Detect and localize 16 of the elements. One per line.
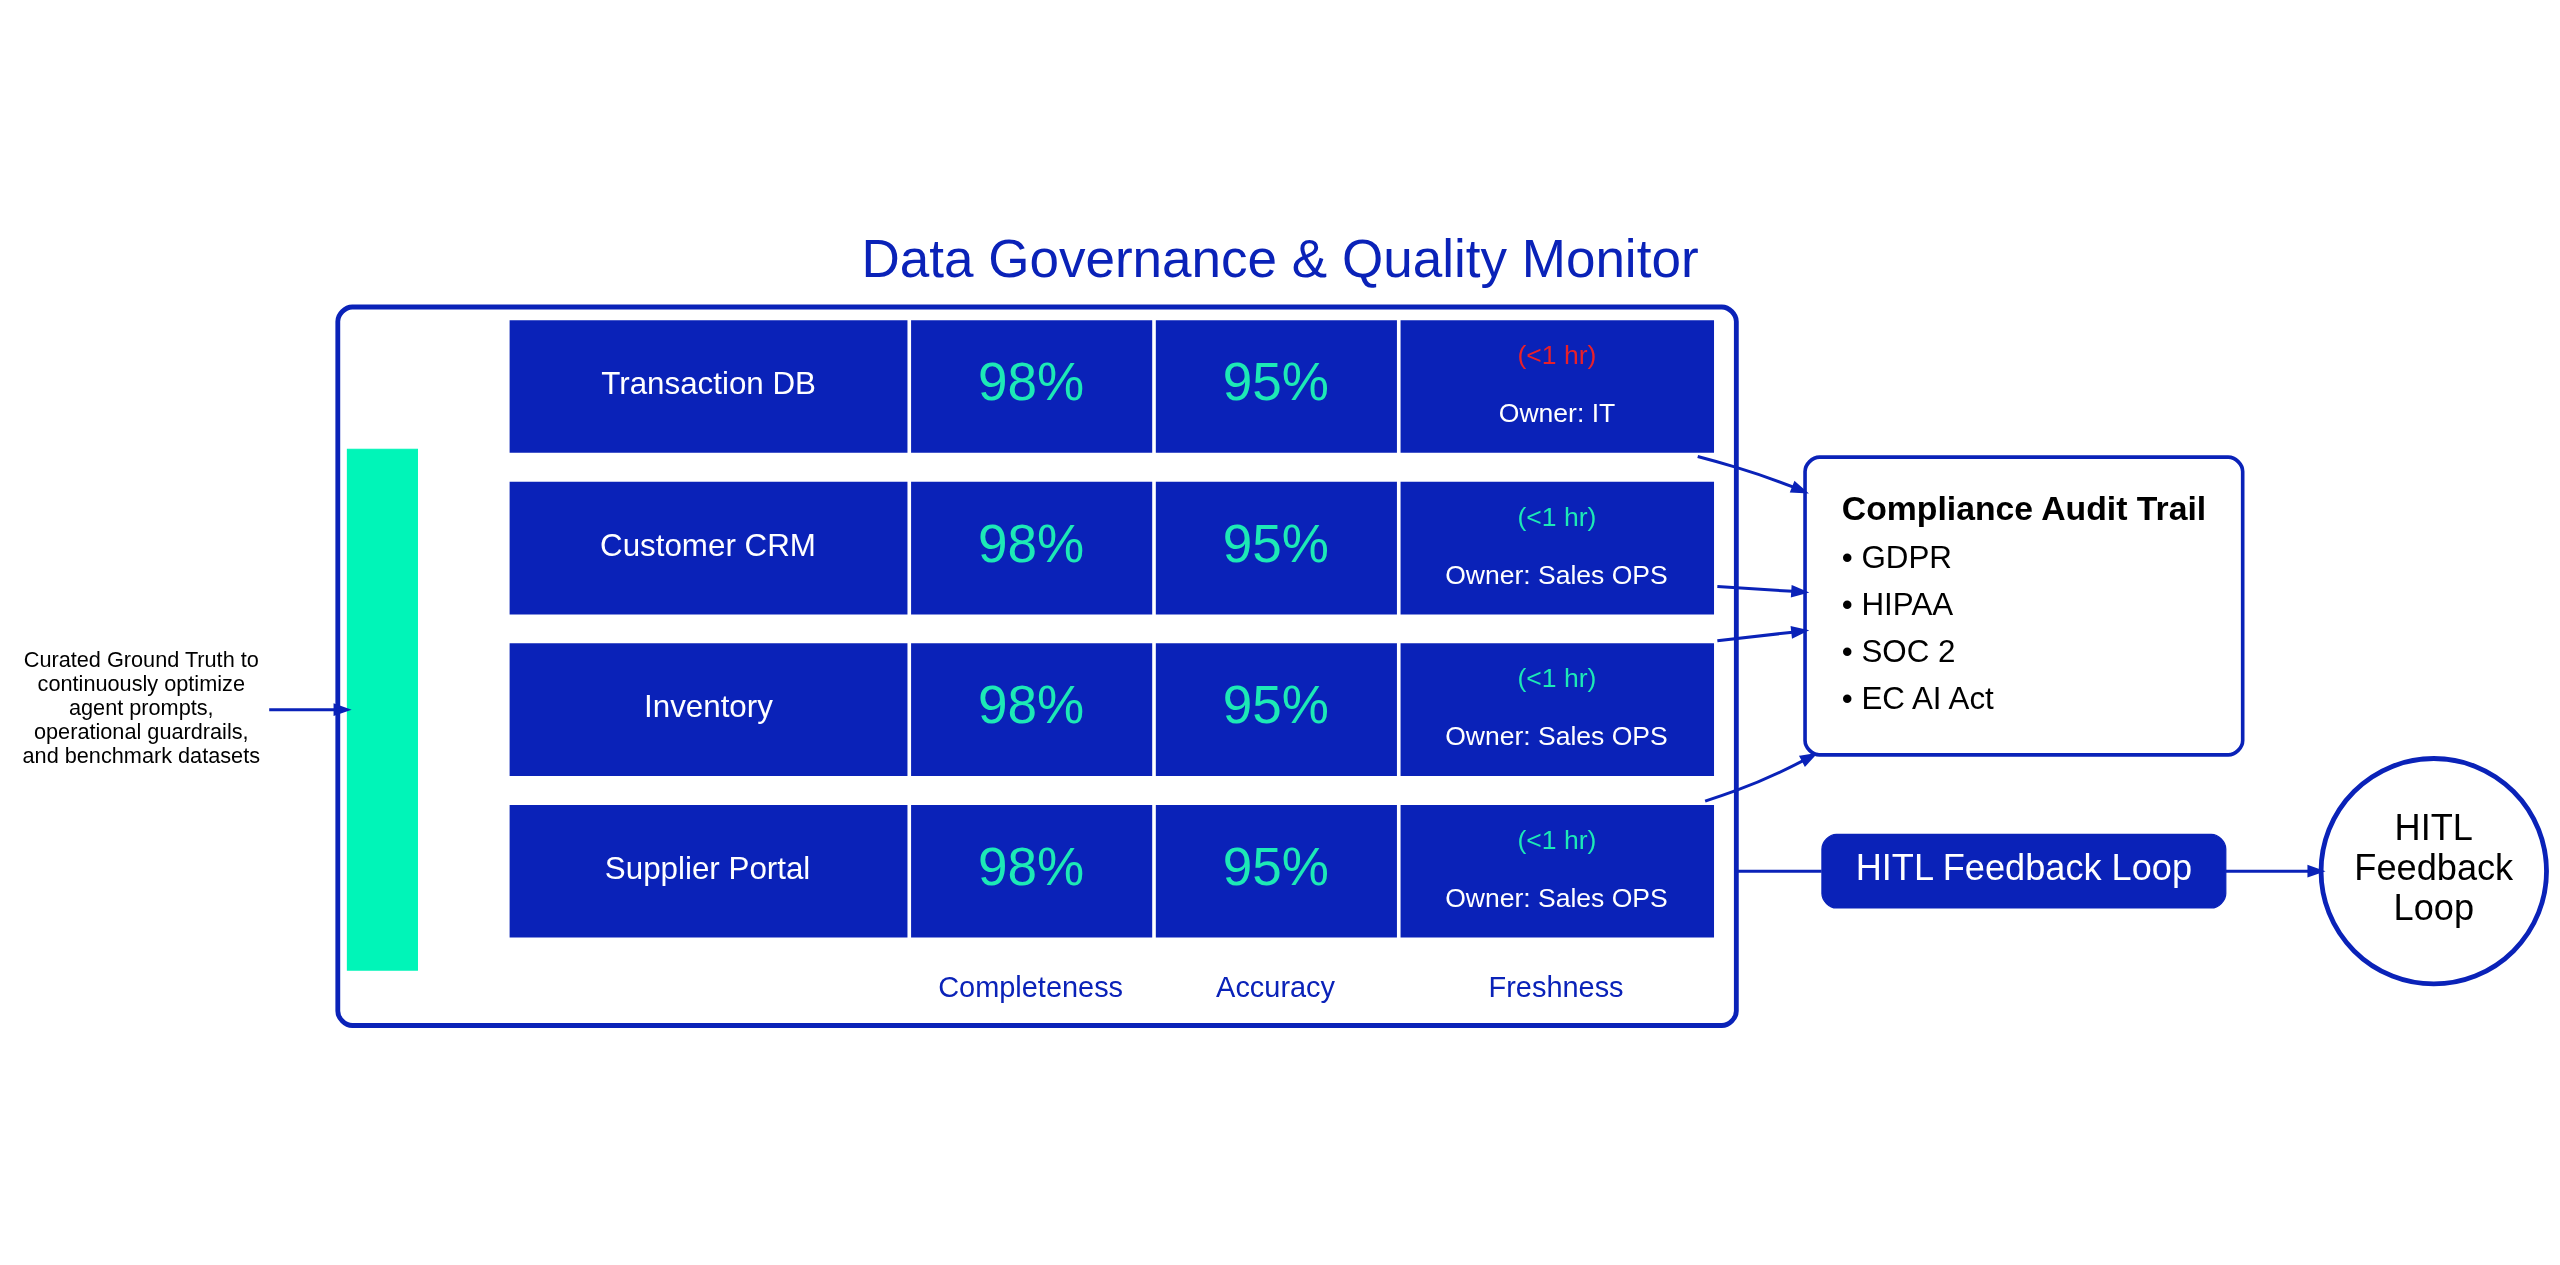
node-circle: HITL Feedback Loop — [2318, 756, 2549, 987]
node-text: Curated Ground Truth to continuously optimize agent prompts, operational guardrails, and benchmark datasets — [22, 646, 261, 769]
node-bar — [346, 448, 418, 971]
node-box: HITL Feedback Loop — [1821, 833, 2227, 909]
arrow — [2225, 864, 2326, 878]
diagram-title: Data Governance & Quality Monitor — [861, 229, 1699, 289]
arrow — [1717, 584, 1810, 598]
arrow — [1697, 455, 1809, 494]
arrow — [269, 703, 352, 716]
node-box: Compliance Audit Trail • GDPR • HIPAA • SOC 2 • EC AI Act — [1803, 455, 2245, 757]
arrow — [1704, 752, 1818, 803]
label: Completeness — [938, 970, 1124, 1003]
connector — [1736, 869, 1822, 873]
label: Accuracy — [1216, 970, 1336, 1003]
label: Freshness — [1488, 970, 1624, 1003]
arrow — [1717, 626, 1810, 643]
